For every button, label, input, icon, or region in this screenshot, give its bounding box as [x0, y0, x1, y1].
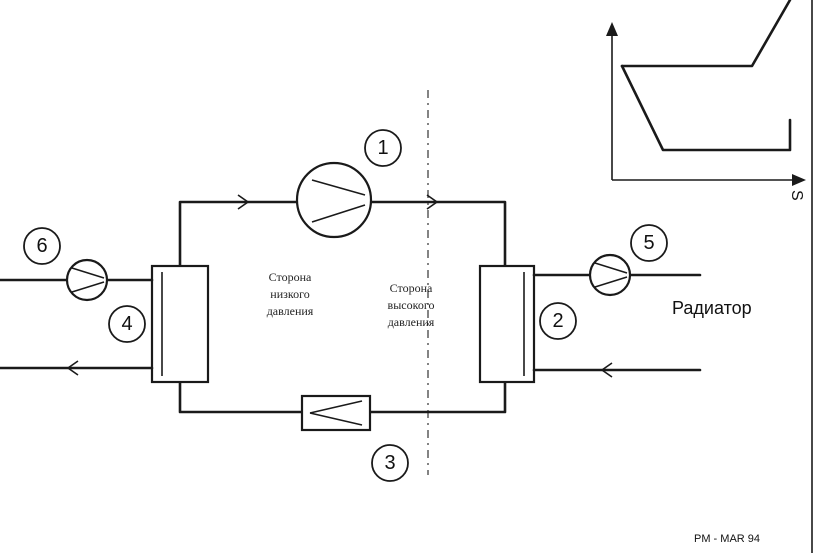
high-side-label-line3: давления — [388, 315, 435, 329]
callout-3-number: 3 — [384, 452, 395, 474]
radiator-pump-symbol — [588, 253, 632, 297]
axis-s-label: S — [788, 190, 805, 201]
evaporator-box — [150, 264, 210, 384]
callout-2: 2 — [539, 302, 577, 340]
source-pump-symbol — [65, 258, 109, 302]
callout-5-number: 5 — [643, 232, 654, 254]
y-axis-arrow-icon — [606, 22, 618, 36]
low-side-label-line2: низкого — [270, 287, 309, 301]
radiator-circuit — [532, 273, 702, 378]
low-side-label-line3: давления — [267, 304, 314, 318]
callout-1-number: 1 — [377, 137, 388, 159]
callout-2-number: 2 — [552, 310, 563, 332]
refrigerant-loop — [178, 194, 507, 414]
ts-inset-diagram: S — [606, 0, 806, 201]
source-circuit — [0, 278, 154, 376]
callout-3: 3 — [371, 444, 409, 482]
callout-4-number: 4 — [121, 313, 132, 335]
condenser-box — [478, 264, 536, 384]
expansion-valve-symbol — [300, 394, 372, 432]
high-side-label-line2: высокого — [388, 298, 435, 312]
x-axis-arrow-icon — [792, 174, 806, 186]
callout-5: 5 — [630, 224, 668, 262]
callout-6: 6 — [23, 227, 61, 265]
low-side-label-line1: Сторона — [269, 270, 312, 284]
compressor-symbol — [295, 161, 373, 239]
callout-4: 4 — [108, 305, 146, 343]
radiator-label: Радиатор — [672, 298, 752, 318]
callout-6-number: 6 — [36, 235, 47, 257]
high-side-label-line1: Сторона — [390, 281, 433, 295]
callout-1: 1 — [364, 129, 402, 167]
footer-label: PM - MAR 94 — [694, 533, 760, 545]
